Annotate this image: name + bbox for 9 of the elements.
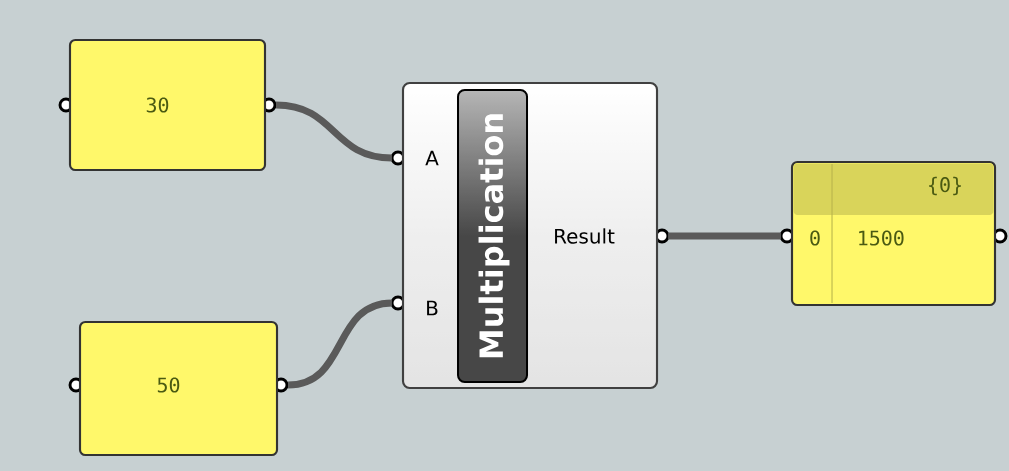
input-label: A [425,150,439,166]
output-label: Result [555,228,615,244]
wire [287,299,393,389]
number-panel: 30 [58,38,277,172]
name-bar: Multiplication [457,89,528,383]
number-panel: 50 [68,320,289,457]
wire [275,101,393,162]
input-label: B [427,300,438,316]
output-panel: {0} 0 1500 [779,160,1008,307]
